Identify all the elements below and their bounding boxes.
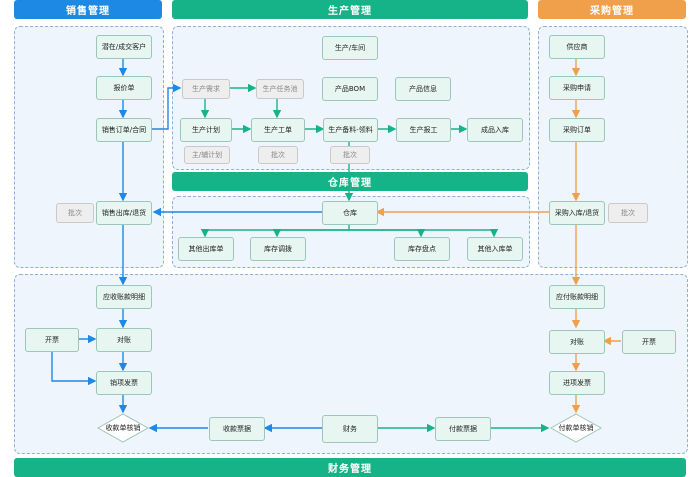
other-outbound-node: 其他出库单 — [178, 237, 234, 261]
finished-inbound-node: 成品入库 — [467, 118, 523, 142]
receipt-verify-label: 收款单核销 — [105, 424, 141, 432]
receivable-detail-node: 应收账款明细 — [96, 285, 152, 309]
purchase-batch-node: 批次 — [608, 203, 648, 223]
quote-node: 报价单 — [96, 76, 152, 100]
task-pool-node: 生产任务池 — [256, 79, 304, 99]
sales-batch-node: 批次 — [56, 203, 94, 223]
sales-invoice-node: 销项发票 — [96, 371, 152, 395]
finance-node: 财务 — [322, 415, 378, 443]
invoice-right-node: 开票 — [622, 330, 676, 354]
receipt-note-node: 收款票据 — [209, 417, 265, 441]
payment-note-node: 付款票据 — [435, 417, 491, 441]
payment-verify-node: 付款单核销 — [550, 413, 602, 443]
product-info-node: 产品信息 — [395, 77, 451, 101]
payment-verify-label: 付款单核销 — [558, 424, 594, 432]
workshop-node: 生产/车间 — [322, 36, 378, 60]
production-report-node: 生产报工 — [396, 118, 451, 142]
receipt-verify-node: 收款单核销 — [97, 413, 149, 443]
work-order-batch-node: 批次 — [258, 146, 298, 164]
other-inbound-node: 其他入库单 — [467, 237, 523, 261]
production-plan-node: 生产计划 — [180, 118, 232, 142]
bom-node: 产品BOM — [322, 77, 378, 101]
diamond-shape — [97, 413, 149, 443]
work-order-node: 生产工单 — [251, 118, 305, 142]
purchase-request-node: 采购申请 — [549, 76, 605, 100]
sales-header: 销售管理 — [14, 0, 162, 19]
sales-zone — [14, 26, 164, 268]
invoice-left-node: 开票 — [25, 328, 79, 352]
material-batch-node: 批次 — [330, 146, 370, 164]
material-pick-node: 生产备料-领料 — [323, 118, 378, 142]
purchase-inbound-node: 采购入库/退货 — [549, 201, 605, 225]
production-demand-node: 生产需求 — [182, 79, 230, 99]
purchase-zone — [538, 26, 688, 268]
reconcile-left-node: 对账 — [96, 328, 152, 352]
supplier-node: 供应商 — [549, 35, 605, 59]
purchase-invoice-node: 进项发票 — [549, 371, 605, 395]
purchase-order-node: 采购订单 — [549, 118, 605, 142]
main-sub-plan-node: 主/辅计划 — [184, 146, 230, 164]
sales-outbound-node: 销售出库/退货 — [96, 201, 152, 225]
prospect-customer-node: 潜在/成交客户 — [96, 35, 152, 59]
stocktake-node: 库存盘点 — [394, 237, 450, 261]
payable-detail-node: 应付账款明细 — [549, 285, 605, 309]
warehouse-node: 仓库 — [322, 201, 378, 225]
purchase-header: 采购管理 — [538, 0, 686, 19]
sales-order-node: 销售订单/合同 — [96, 118, 152, 142]
reconcile-right-node: 对账 — [549, 330, 605, 354]
diamond-shape — [550, 413, 602, 443]
stock-transfer-node: 库存调拨 — [250, 237, 306, 261]
production-header: 生产管理 — [172, 0, 528, 19]
